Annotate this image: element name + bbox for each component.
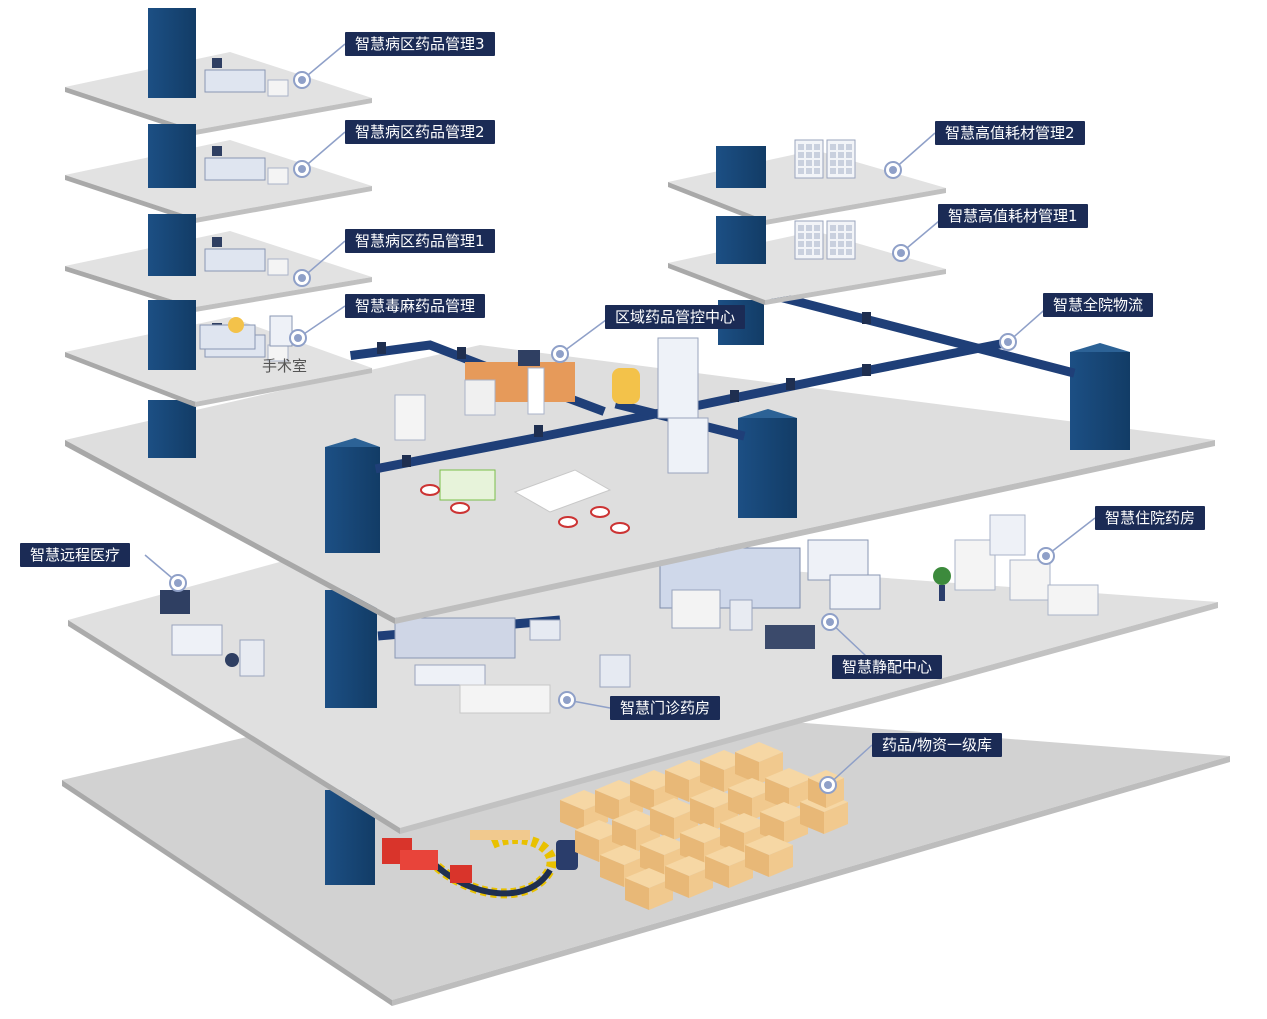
callout-marker: [293, 269, 311, 287]
cardboard-box: [745, 835, 793, 877]
callout-marker: [551, 345, 569, 363]
right-tower-floor: [668, 220, 946, 305]
left-tower: [65, 8, 372, 407]
label-logistics[interactable]: 智慧全院物流: [1043, 293, 1154, 317]
cardboard-box: [765, 768, 813, 810]
label-narcotic[interactable]: 智慧毒麻药品管理: [345, 294, 486, 318]
left-tower-floor: [65, 52, 372, 135]
callout-marker: [819, 776, 837, 794]
center-equipment: [394, 337, 709, 534]
markers: [169, 71, 1055, 794]
callout-marker: [558, 691, 576, 709]
left-tower-floor: [65, 231, 372, 312]
callout-marker: [821, 613, 839, 631]
label-warehouse[interactable]: 药品/物资一级库: [872, 733, 1003, 757]
callout-marker: [293, 71, 311, 89]
label-ward-1[interactable]: 智慧病区药品管理1: [345, 229, 495, 253]
left-tower-pillar: [148, 214, 196, 276]
callout-marker: [892, 244, 910, 262]
label-inpatient-pharmacy[interactable]: 智慧住院药房: [1095, 506, 1206, 530]
label-outpatient-pharmacy[interactable]: 智慧门诊药房: [610, 696, 721, 720]
label-iv-center[interactable]: 智慧静配中心: [832, 655, 943, 679]
callout-marker: [289, 329, 307, 347]
label-consumable-2[interactable]: 智慧高值耗材管理2: [935, 121, 1085, 145]
right-tower: [668, 139, 946, 305]
label-ward-2[interactable]: 智慧病区药品管理2: [345, 120, 495, 144]
left-tower-pillar: [148, 8, 196, 98]
callout-marker: [169, 574, 187, 592]
label-ward-3[interactable]: 智慧病区药品管理3: [345, 32, 495, 56]
cardboard-box: [612, 810, 660, 852]
label-consumable-1[interactable]: 智慧高值耗材管理1: [938, 204, 1088, 228]
cardboard-box: [625, 868, 673, 910]
callout-marker: [999, 333, 1017, 351]
operating-room-text: 手术室: [262, 357, 307, 375]
warehouse-boxes: [560, 742, 848, 910]
cardboard-box: [640, 835, 688, 877]
left-tower-floor: [65, 140, 372, 223]
pharmacy-equipment: [160, 514, 1099, 714]
right-tower-pillar: [716, 146, 766, 188]
warehouse-equipment: [382, 830, 578, 899]
callout-marker: [884, 161, 902, 179]
left-tower-pillar: [148, 300, 196, 370]
right-tower-pillar: [716, 216, 766, 264]
left-tower-floor: [65, 317, 372, 407]
callout-marker: [293, 160, 311, 178]
left-tower-pillar: [148, 124, 196, 188]
callout-marker: [1037, 547, 1055, 565]
label-regional-center[interactable]: 区域药品管控中心: [605, 305, 746, 329]
operating-room-equipment: [199, 315, 293, 350]
pillar-pharmacy: [325, 590, 377, 708]
label-remote-medical[interactable]: 智慧远程医疗: [20, 543, 131, 567]
pipe-junctions: [377, 312, 871, 467]
right-tower-floor: [668, 139, 946, 225]
